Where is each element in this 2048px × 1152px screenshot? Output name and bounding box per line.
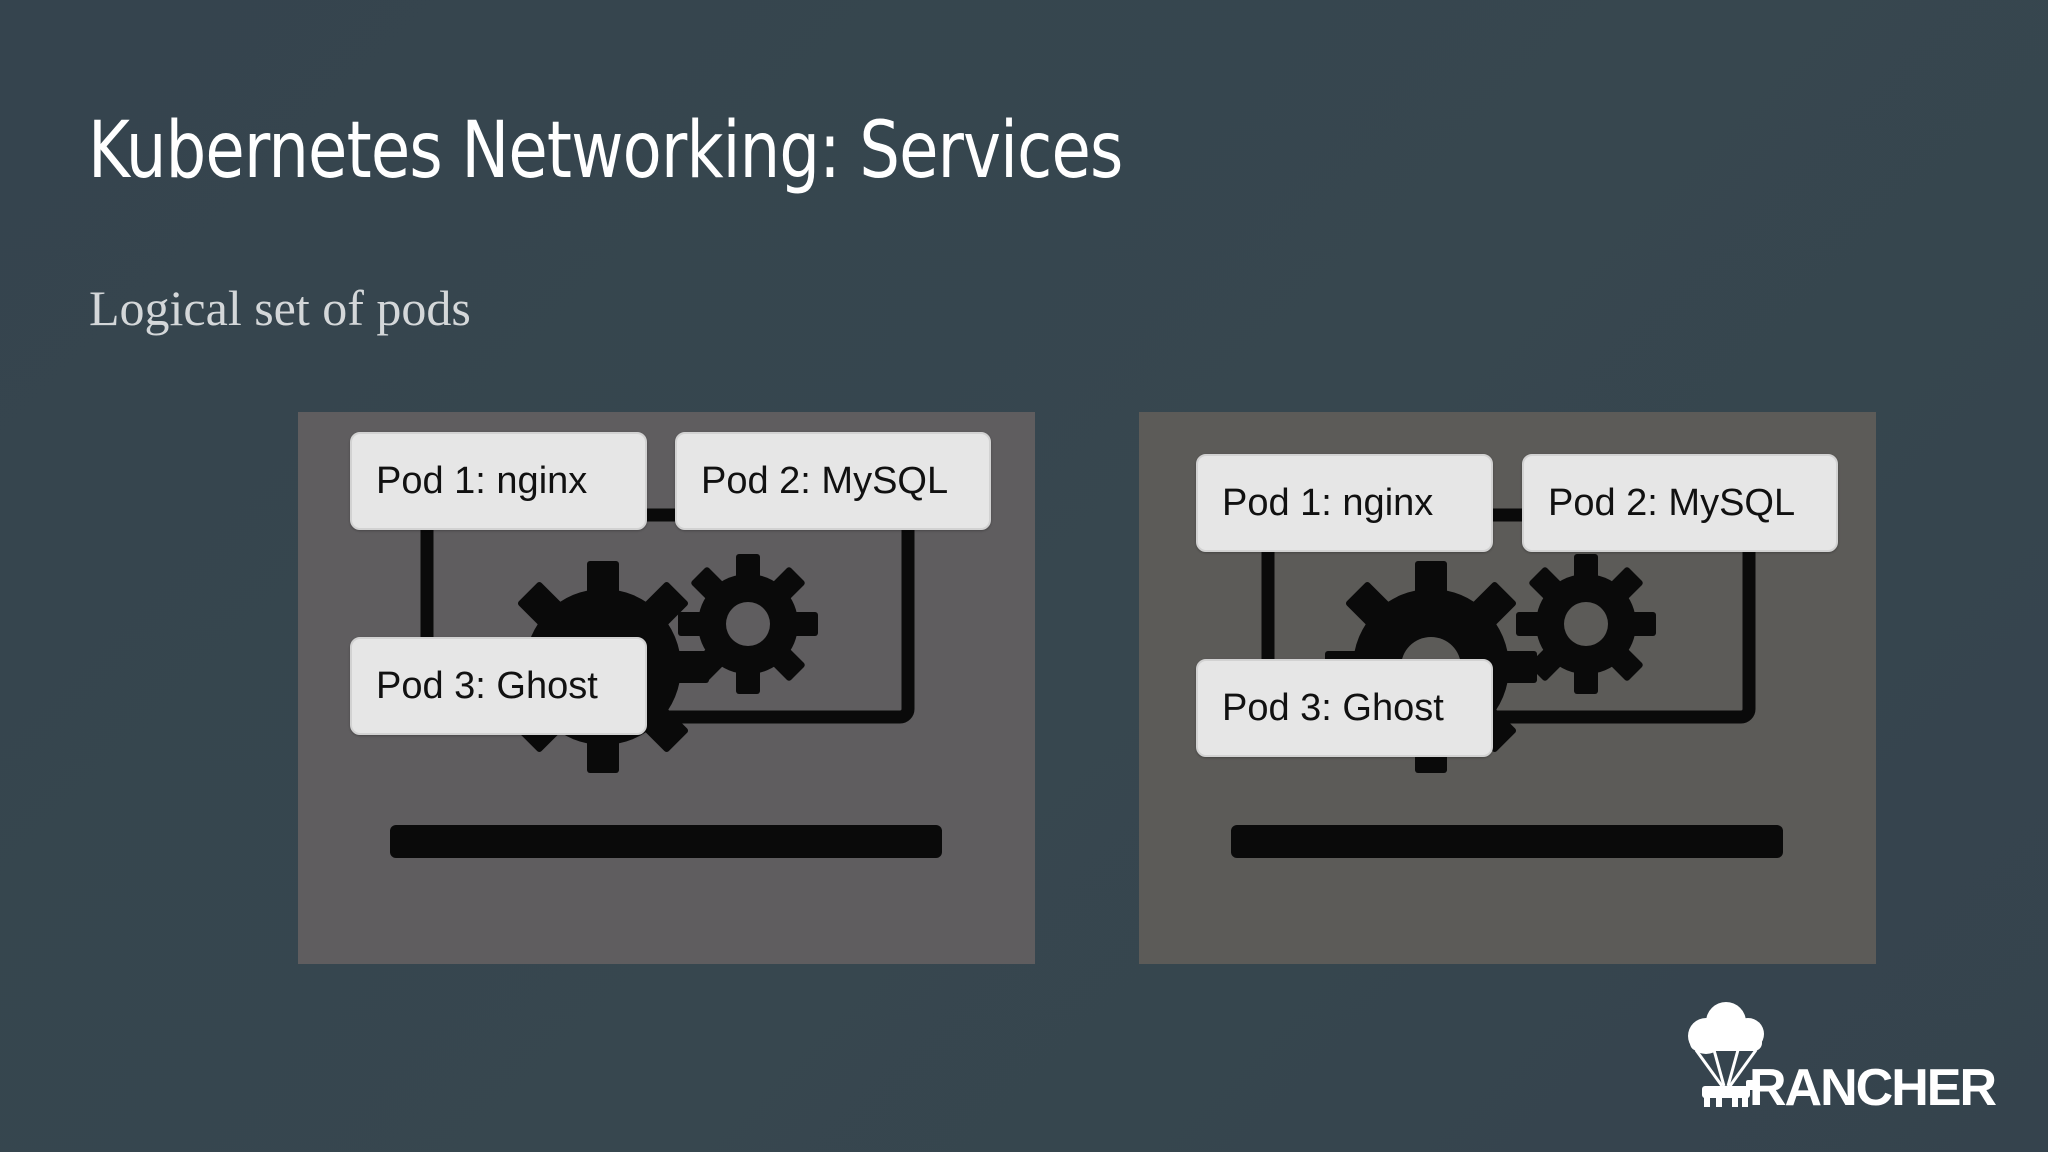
pod-2-box: Pod 2: MySQL xyxy=(1522,454,1838,552)
pod-1-box: Pod 1: nginx xyxy=(350,432,647,530)
pod-2-box: Pod 2: MySQL xyxy=(675,432,991,530)
pod-1-box: Pod 1: nginx xyxy=(1196,454,1493,552)
pod-3-box: Pod 3: Ghost xyxy=(350,637,647,735)
rancher-logo-text: RANCHER xyxy=(1749,1059,1997,1117)
pods-diagram-left: Pod 1: nginx Pod 2: MySQL Pod 3: Ghost xyxy=(298,412,1035,964)
rancher-logo-icon xyxy=(1688,1002,1764,1107)
slide-subtitle: Logical set of pods xyxy=(89,280,471,336)
pod-3-box: Pod 3: Ghost xyxy=(1196,659,1493,757)
slide-title: Kubernetes Networking: Services xyxy=(88,106,1123,196)
pods-diagram-right: Pod 1: nginx Pod 2: MySQL Pod 3: Ghost xyxy=(1139,412,1876,964)
